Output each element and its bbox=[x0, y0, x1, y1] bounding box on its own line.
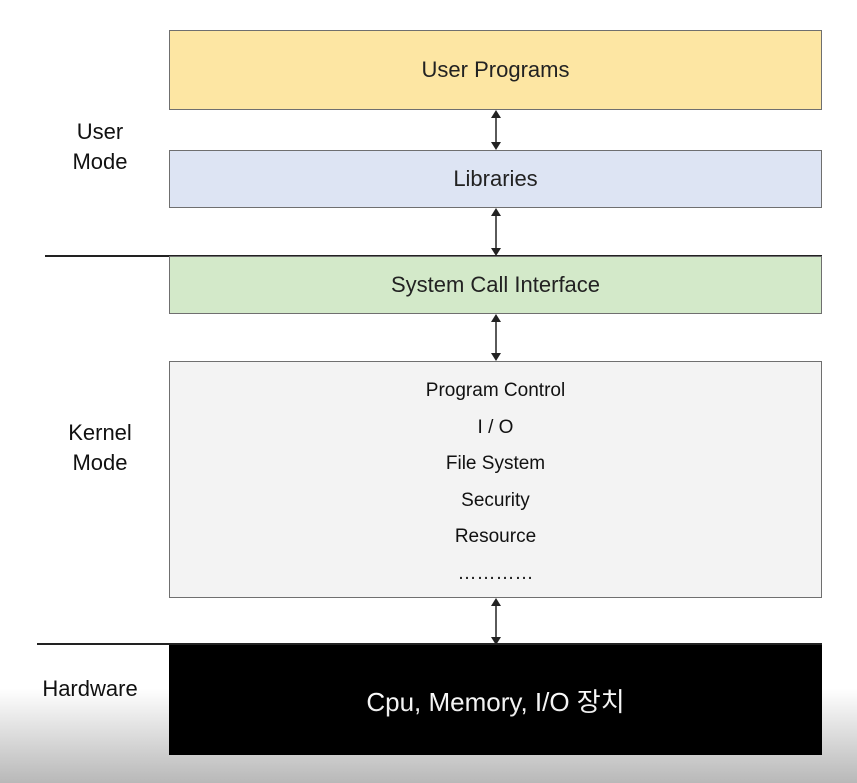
user-programs-label: User Programs bbox=[421, 57, 570, 82]
system-call-interface-label: System Call Interface bbox=[390, 272, 601, 297]
kernel-item-io: I / O bbox=[477, 416, 514, 438]
user-programs-box: User Programs bbox=[169, 30, 822, 110]
kernel-mode-label: Kernel Mode bbox=[57, 418, 143, 478]
kernel-hardware-divider bbox=[37, 643, 822, 645]
kernel-box: Program Control I / O File System Securi… bbox=[169, 361, 822, 598]
double-arrow-icon bbox=[485, 110, 507, 150]
hardware-label: Hardware bbox=[42, 676, 138, 701]
libraries-label: Libraries bbox=[453, 166, 538, 191]
user-mode-line2: Mode bbox=[72, 149, 128, 174]
kernel-item-resource: Resource bbox=[454, 526, 537, 547]
double-arrow-icon bbox=[485, 598, 507, 645]
hardware-box-label: Cpu, Memory, I/O 장치 bbox=[366, 686, 625, 717]
double-arrow-icon bbox=[485, 208, 507, 256]
kernel-mode-line1: Kernel bbox=[68, 420, 132, 445]
libraries-box: Libraries bbox=[169, 150, 822, 208]
user-mode-label: User Mode bbox=[60, 117, 140, 177]
system-call-interface-box: System Call Interface bbox=[169, 256, 822, 314]
kernel-item-file-system: File System bbox=[445, 453, 546, 474]
double-arrow-icon bbox=[485, 314, 507, 361]
hardware-box: Cpu, Memory, I/O 장치 bbox=[169, 645, 822, 755]
kernel-mode-line2: Mode bbox=[72, 450, 128, 475]
user-mode-line1: User bbox=[76, 119, 124, 144]
kernel-item-program-control: Program Control bbox=[425, 380, 566, 401]
kernel-item-ellipsis: ………… bbox=[457, 562, 534, 584]
kernel-item-security: Security bbox=[461, 489, 530, 511]
